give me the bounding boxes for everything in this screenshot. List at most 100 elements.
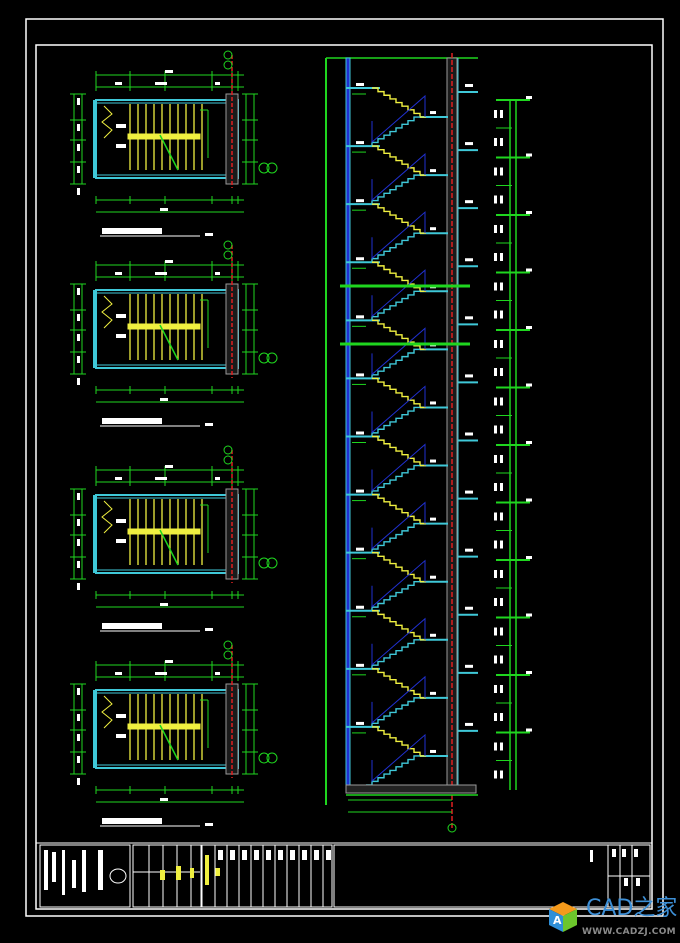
- level-mark: [356, 83, 364, 86]
- stair-section: [325, 53, 478, 833]
- level-label: [500, 540, 503, 549]
- text-mark: [77, 493, 80, 500]
- level-label: [500, 483, 503, 491]
- foundation: [345, 784, 477, 794]
- sheet-text: [612, 849, 616, 857]
- text-mark: [215, 672, 220, 675]
- axis-bubble: [223, 60, 233, 70]
- stair-flight: [372, 726, 426, 757]
- level-label: [500, 425, 503, 434]
- sheet-text: [634, 849, 638, 857]
- stair-flight: [366, 581, 420, 612]
- section-floor-11: [346, 663, 478, 728]
- text-mark: [77, 98, 80, 105]
- revision-header: [290, 850, 295, 860]
- axis-bubble: [223, 455, 233, 465]
- handrail: [127, 133, 201, 140]
- level-mark: [430, 227, 436, 231]
- stair-flight: [372, 377, 426, 409]
- level-label: [500, 770, 503, 779]
- level-value: [526, 556, 532, 559]
- text-mark: [115, 272, 122, 275]
- cube-letter: A: [553, 914, 562, 927]
- section-floor-9: [346, 547, 478, 612]
- break-line: [101, 695, 113, 729]
- level-mark: [356, 431, 364, 435]
- stair-flight: [372, 203, 426, 234]
- level-mark: [356, 373, 364, 377]
- text-mark: [215, 477, 220, 480]
- level-mark: [430, 749, 436, 753]
- level-mark: [356, 721, 364, 725]
- level-mark: [430, 459, 436, 463]
- level-value: [526, 383, 532, 387]
- level-label: [500, 253, 503, 261]
- company-text: [44, 850, 48, 890]
- level-label: [494, 570, 497, 578]
- section-floor-6: [346, 373, 478, 438]
- section-left-wall: [345, 57, 351, 786]
- label-mark: [116, 334, 126, 338]
- level-label: [500, 570, 503, 578]
- text-mark: [165, 260, 173, 263]
- hidden-line: [371, 152, 426, 202]
- text-mark: [77, 334, 80, 341]
- direction-arrow: [159, 724, 179, 761]
- level-mark: [465, 84, 473, 87]
- axis-bubble: [223, 650, 233, 660]
- level-label: [494, 253, 497, 261]
- level-mark: [465, 374, 473, 378]
- text-mark: [155, 82, 167, 85]
- hidden-line: [371, 617, 426, 666]
- stair-flight: [366, 697, 420, 728]
- level-label: [494, 770, 497, 779]
- plan-title: [102, 818, 162, 824]
- plan-title: [102, 623, 162, 629]
- axis-bubble: [223, 240, 233, 250]
- level-mark: [356, 141, 364, 145]
- axis-bubble: [266, 162, 278, 174]
- plan-scale: [205, 423, 213, 426]
- hidden-line: [371, 443, 426, 492]
- level-label: [500, 195, 503, 204]
- section-floor-8: [346, 489, 478, 554]
- stair-flight: [366, 406, 420, 438]
- level-label: [494, 282, 497, 291]
- level-label: [494, 397, 497, 406]
- stair-plan-1: [70, 50, 278, 237]
- stair-flight: [366, 348, 420, 380]
- level-label: [494, 512, 497, 521]
- break-line: [101, 105, 113, 139]
- level-label: [494, 310, 497, 319]
- sheet-text: [622, 849, 626, 857]
- outer-frame: [25, 18, 664, 917]
- stair-plan-3: [70, 445, 278, 632]
- stair-flight: [372, 551, 426, 583]
- level-value: [526, 211, 532, 214]
- level-label: [494, 195, 497, 204]
- text-mark: [115, 477, 122, 480]
- level-label: [494, 167, 497, 176]
- level-label: [500, 310, 503, 319]
- text-mark: [77, 356, 80, 363]
- axis-bubble: [266, 752, 278, 764]
- stair-flight: [366, 116, 420, 147]
- level-label: [494, 225, 497, 233]
- hidden-line: [371, 385, 426, 434]
- direction-arrow: [159, 529, 179, 566]
- axis-bubble: [223, 250, 233, 260]
- text-mark: [160, 398, 168, 401]
- section-floor-1: [346, 83, 478, 147]
- title-block-company: [39, 844, 131, 908]
- text-mark: [215, 82, 220, 85]
- level-value: [526, 96, 532, 99]
- level-mark: [465, 258, 473, 262]
- level-label: [494, 425, 497, 434]
- level-mark: [465, 316, 473, 320]
- handrail: [127, 723, 201, 730]
- section-floor-12: [346, 721, 478, 786]
- level-value: [526, 268, 532, 272]
- label-mark: [116, 539, 126, 543]
- level-label: [500, 282, 503, 291]
- stair-plans: [70, 50, 278, 827]
